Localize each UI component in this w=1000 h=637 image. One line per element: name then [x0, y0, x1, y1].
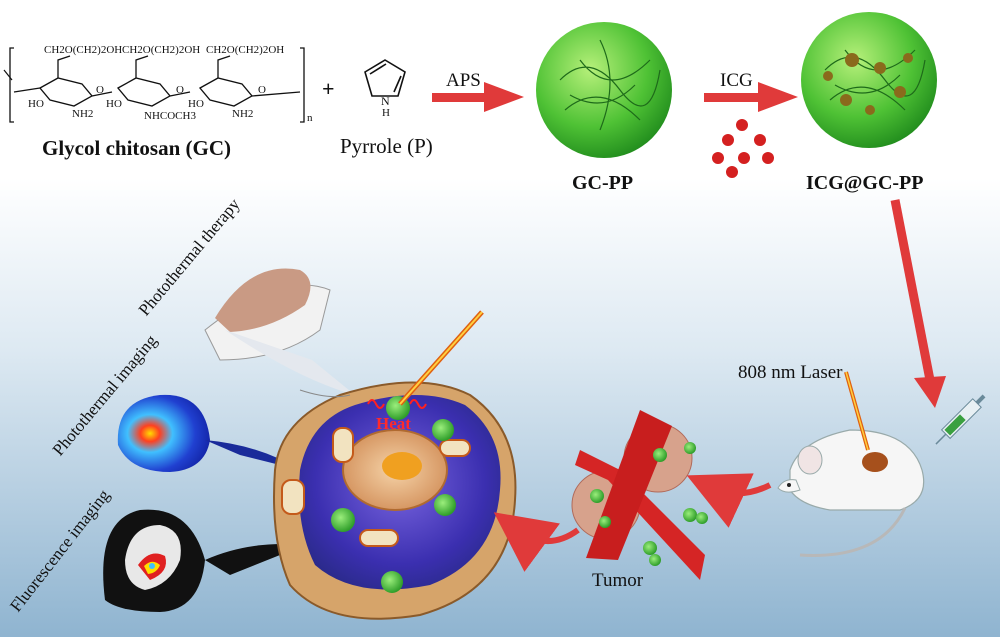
- icg-gc-pp-label: ICG@GC-PP: [806, 172, 924, 194]
- tumor-label: Tumor: [592, 570, 644, 591]
- pyrrole-h: H: [382, 107, 390, 119]
- icg-label: ICG: [720, 70, 753, 91]
- icg-gc-pp-nanoparticle: [801, 12, 937, 148]
- aps-arrow: [432, 93, 488, 102]
- gc-pp-label: GC-PP: [572, 172, 634, 194]
- gc-o-1: O: [96, 84, 104, 96]
- gc-label: Glycol chitosan (GC): [42, 136, 231, 160]
- gc-ho-1: HO: [28, 98, 44, 110]
- gc-nhcoch3: NHCOCH3: [144, 110, 196, 122]
- callout-tails: [299, 389, 351, 398]
- reaction-arrows: [432, 82, 946, 408]
- nude-mouse-image: [204, 268, 355, 395]
- icg-arrow: [704, 93, 762, 102]
- pyrrole-label: Pyrrole (P): [340, 134, 433, 158]
- gc-side-chain-3: CH2O(CH2)2OH: [206, 44, 285, 56]
- icg-molecules: [712, 119, 774, 178]
- aps-label: APS: [446, 70, 481, 91]
- gc-side-chain-1: CH2O(CH2)2OH: [44, 44, 123, 56]
- gc-pp-nanoparticle: [536, 22, 672, 158]
- process-arrows: [493, 473, 772, 572]
- injection-arrow: [890, 199, 935, 381]
- white-mouse: [777, 371, 925, 557]
- gc-ho-3: HO: [188, 98, 204, 110]
- glycol-chitosan-structure: [9, 47, 305, 123]
- gc-ho-2: HO: [106, 98, 122, 110]
- gc-o-2: O: [176, 84, 184, 96]
- tumor-cell: [273, 310, 517, 620]
- pyrrole-structure: [364, 59, 406, 97]
- gc-side-chain-2: CH2O(CH2)2OH: [122, 44, 201, 56]
- gc-repeat-n: n: [307, 112, 313, 124]
- heat-label: Heat: [376, 414, 411, 433]
- gc-nh2-1: NH2: [72, 108, 94, 120]
- laser-label: 808 nm Laser: [738, 362, 843, 383]
- syringe-icon: [935, 394, 986, 445]
- plus-sign: +: [322, 76, 335, 101]
- gc-nh2-3: NH2: [232, 108, 254, 120]
- gc-o-3: O: [258, 84, 266, 96]
- pyrrole-n: N: [381, 94, 390, 108]
